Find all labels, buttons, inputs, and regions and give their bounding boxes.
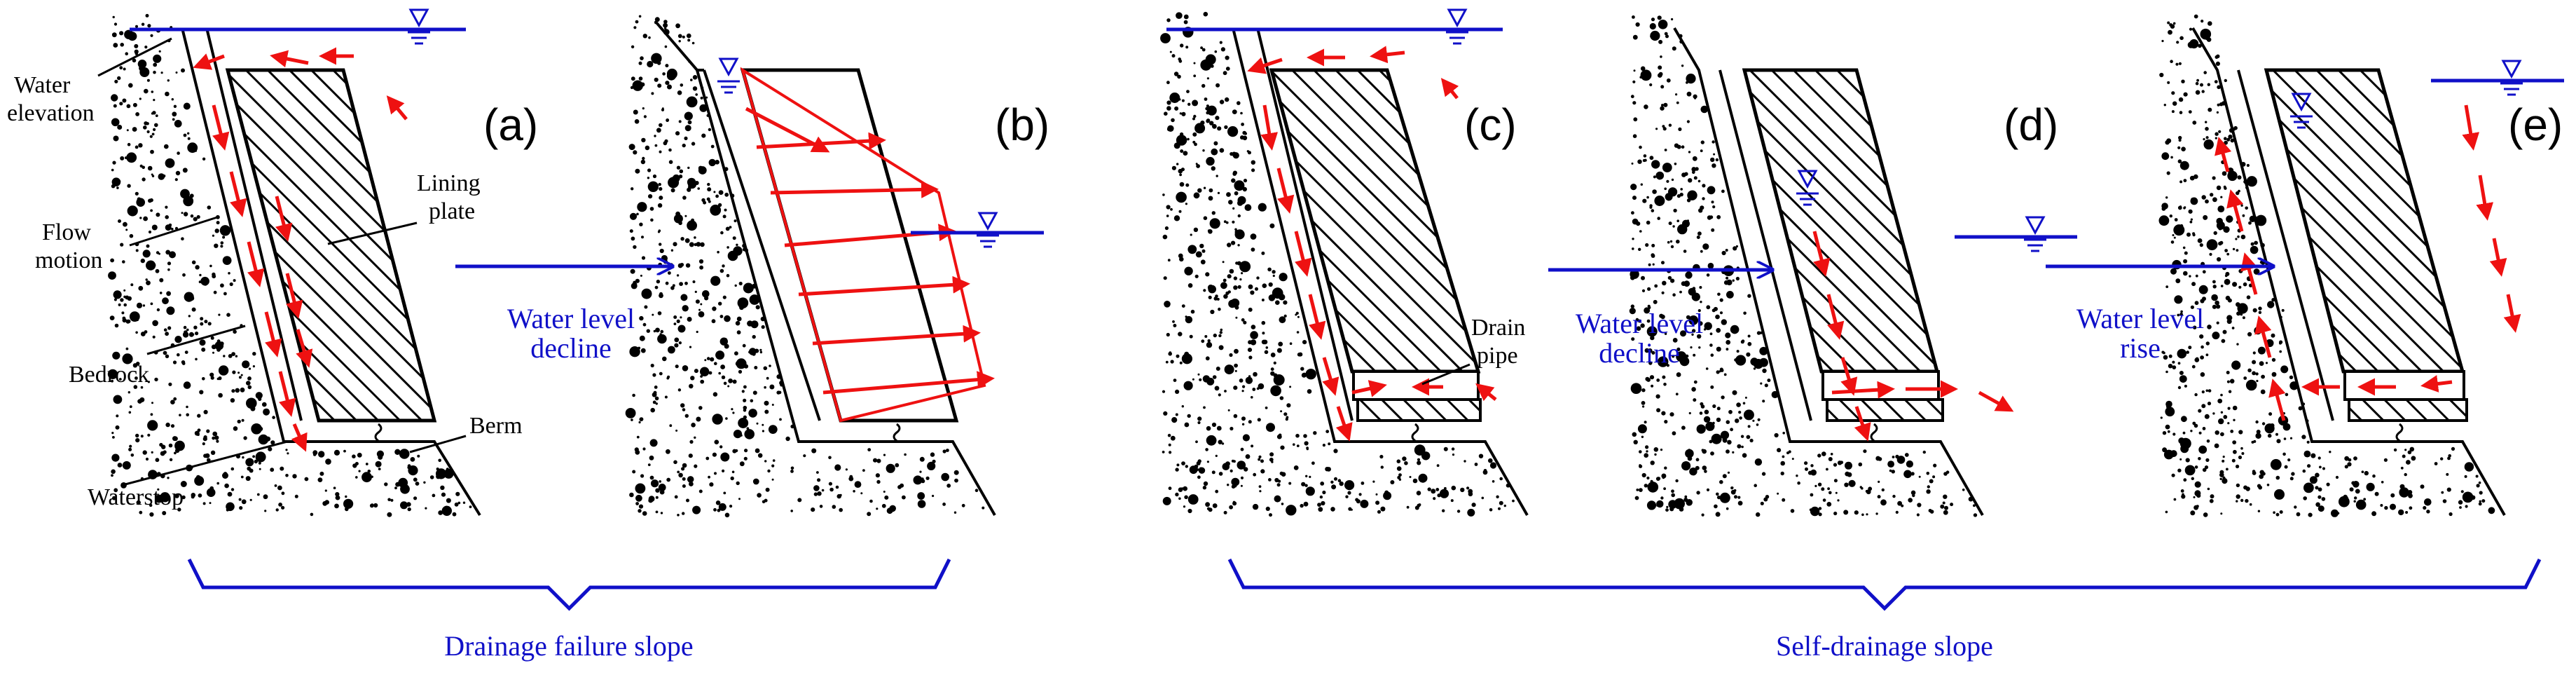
waterstop (2395, 423, 2404, 442)
flow-arrow (2254, 315, 2272, 358)
label-berm: Berm (469, 413, 523, 439)
group-label-self: Self-drainage slope (1776, 630, 1993, 662)
flow-arrow (278, 371, 296, 417)
flow-arrow (1335, 406, 1353, 442)
flow-arrow (193, 53, 225, 70)
label-water-elevation-1: Water (14, 72, 71, 98)
label-drain-pipe-2: pipe (1477, 343, 1518, 369)
flow-arrow (1276, 168, 1295, 214)
transition-cd-line2: decline (1599, 337, 1680, 369)
flow-arrow (1294, 231, 1312, 277)
panel-label-e: (e) (2508, 100, 2563, 150)
label-lining-plate-2: plate (429, 198, 475, 224)
flow-arrow (264, 311, 282, 357)
transition-cd-line1: Water level (1576, 308, 1703, 339)
water-level-symbol-d (2024, 216, 2046, 252)
flow-arrow (1351, 380, 1387, 397)
rock-face (1673, 27, 1984, 516)
panel-label-d: (d) (2004, 100, 2058, 150)
flow-arrow (1475, 383, 1497, 402)
label-flow-motion-1: Flow (42, 219, 91, 245)
flow-arrow (2226, 189, 2244, 232)
flow-arrow (1831, 381, 1895, 399)
rock-face (181, 27, 481, 517)
label-flow-motion-2: motion (35, 247, 102, 273)
flow-arrow (285, 273, 303, 319)
labels: (a) (b) (c) (d) (e) WaterelevationFlowmotionB… (7, 72, 2563, 662)
label-drain-pipe-1: Drain (1471, 315, 1525, 341)
flow-arrow (1978, 390, 2014, 412)
pressure-arrow (798, 275, 970, 296)
label-lining-plate-1: Lining (417, 170, 481, 196)
flow-arrow (2215, 137, 2232, 172)
panel-label-b: (b) (995, 100, 1049, 150)
flow-arrow (2240, 252, 2258, 295)
water-level-symbol-e (2500, 60, 2523, 96)
flow-arrow (270, 50, 309, 68)
flow-arrow (1854, 406, 1871, 442)
pressure-arrow (770, 180, 939, 198)
water-level-symbol-e-left (2290, 93, 2313, 129)
label-waterstop: Waterstop (88, 484, 184, 510)
rock-face (2191, 27, 2506, 516)
panel-label-c: (c) (1464, 100, 1517, 150)
flow-arrow (1308, 294, 1326, 340)
pressure-arrow (822, 371, 995, 395)
flow-arrow (247, 241, 265, 287)
waterstop (374, 423, 383, 442)
water-level-symbol-b (977, 212, 999, 248)
flow-arrow (291, 423, 308, 452)
flow-arrow (2268, 379, 2286, 421)
brace-self (1227, 558, 2542, 611)
flow-arrow (1812, 231, 1831, 277)
label-water-elevation-2: elevation (7, 100, 95, 126)
flow-arrow (1247, 57, 1283, 74)
flow-arrow (2462, 104, 2480, 151)
water-level-symbol-a (408, 8, 430, 45)
waterstop (893, 423, 901, 442)
transition-ab-line2: decline (530, 332, 612, 364)
lining-plate (1742, 68, 1940, 374)
brace-failure (187, 558, 951, 611)
group-label-failure: Drainage failure slope (444, 630, 693, 662)
flow-arrow (229, 171, 247, 217)
flow-arrow (1826, 294, 1845, 340)
waterstop (1411, 423, 1419, 442)
flow-arrow (1840, 357, 1858, 396)
transition-ab-line1: Water level (507, 303, 635, 334)
rock-face (654, 20, 996, 516)
drain-pipe (1821, 370, 1940, 401)
flow-arrow (2489, 238, 2507, 277)
flow-arrow (1260, 104, 1279, 151)
panels (97, 8, 2564, 611)
transition-de-line2: rise (2120, 332, 2161, 364)
label-bedrock: Bedrock (69, 362, 149, 388)
flow-arrow (1322, 357, 1339, 396)
flow-arrow (275, 196, 293, 242)
flow-arrow (2476, 175, 2494, 221)
flow-arrow (2420, 375, 2453, 393)
flow-arrow (296, 329, 313, 368)
pressure-arrow (756, 132, 886, 150)
water-level-symbol-b-top (717, 57, 740, 94)
waterstop (1870, 423, 1878, 442)
flow-arrow (212, 104, 230, 151)
flow-arrow (1440, 78, 1459, 100)
panel-label-a: (a) (483, 100, 538, 150)
pressure-arrow (812, 325, 981, 346)
water-level-symbol-c (1446, 8, 1468, 45)
transition-de-line1: Water level (2076, 303, 2204, 334)
flow-arrow (386, 95, 408, 121)
rock-face (1232, 27, 1529, 516)
water-level-symbol-d-left (1796, 170, 1819, 206)
bedrock-texture (107, 11, 2495, 518)
flow-arrow (2503, 294, 2521, 333)
flow-arrow (1370, 46, 1405, 64)
